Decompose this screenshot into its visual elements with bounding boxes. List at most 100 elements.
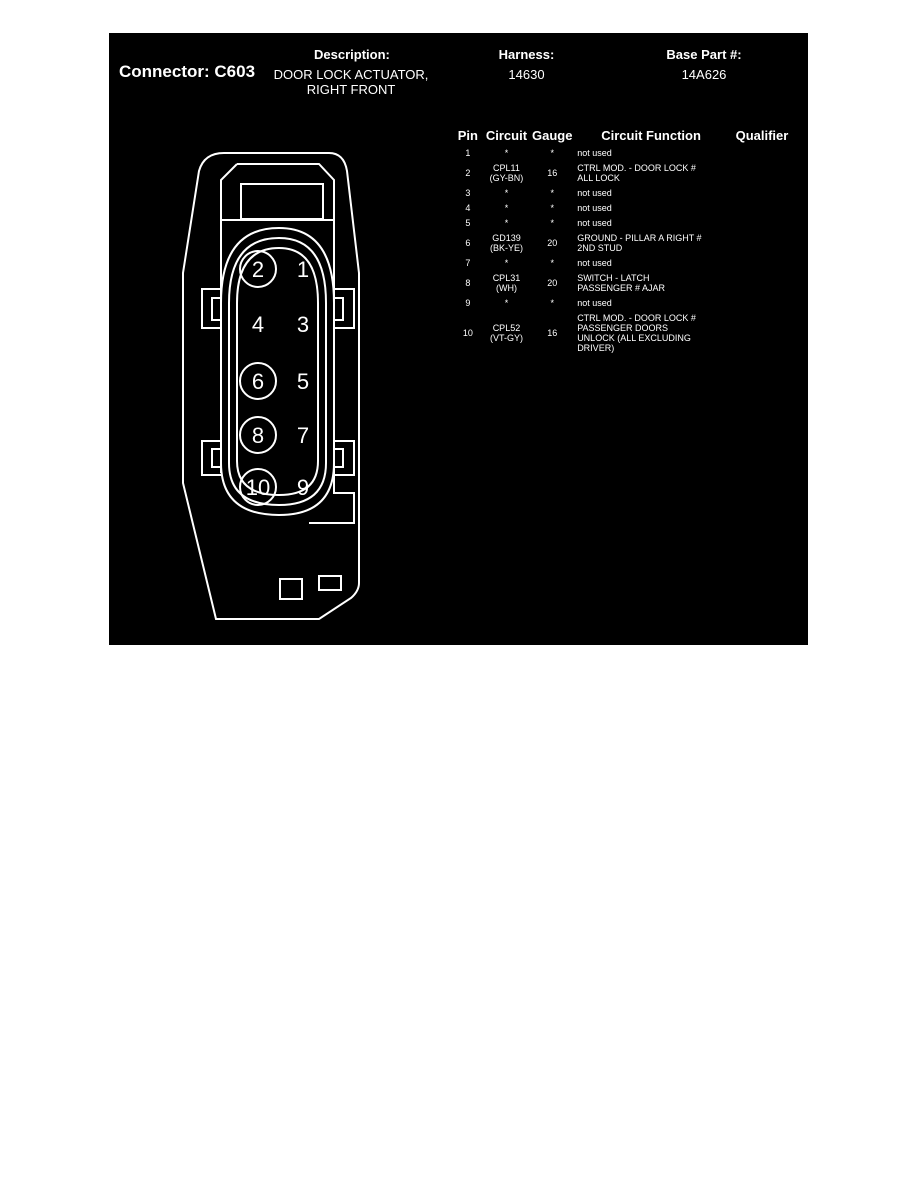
table-row: 3 * * not used: [454, 186, 799, 201]
table-row: 4 * * not used: [454, 201, 799, 216]
pin-number: 3: [465, 188, 471, 198]
description-value: DOOR LOCK ACTUATOR, RIGHT FRONT: [271, 67, 431, 97]
circuit-function: not used: [577, 218, 612, 228]
circuit-id: *: [504, 218, 509, 228]
function-line: PASSENGER DOORS: [577, 323, 669, 333]
pin-label: 6: [252, 369, 264, 394]
outer-seal: [220, 226, 335, 517]
pin-number: 8: [465, 278, 471, 288]
wire-gauge: *: [550, 188, 554, 198]
pin-label: 2: [252, 257, 264, 282]
qualifier: [725, 201, 799, 216]
table-row: 6 GD139(BK-YE) 20 GROUND - PILLAR A RIGH…: [454, 231, 799, 256]
circuit-function: not used: [577, 188, 612, 198]
circuit-name: CPL31: [492, 273, 521, 283]
circuit-id: CPL52(VT-GY): [482, 311, 532, 356]
inner-cavity: [236, 246, 319, 497]
pin-number: 5: [465, 218, 471, 228]
wire-gauge: *: [550, 298, 554, 308]
qualifier: [725, 231, 799, 256]
wire-gauge: *: [550, 148, 554, 158]
pin-circle-2: [239, 250, 277, 288]
pin-label: 7: [297, 423, 309, 448]
bottom-key-slot-left: [279, 578, 303, 600]
qualifier: [725, 161, 799, 186]
circuit-color: (WH): [495, 283, 517, 293]
pin-label: 9: [297, 475, 309, 500]
table-header-row: Pin Circuit Gauge Circuit Function Quali…: [454, 128, 799, 146]
function-line: 2ND STUD: [577, 243, 623, 253]
pin-circle-6: [239, 362, 277, 400]
key-window: [240, 183, 324, 220]
circuit-color: (VT-GY): [489, 333, 523, 343]
pinout-table: Pin Circuit Gauge Circuit Function Quali…: [454, 128, 799, 356]
column-header-circuit: Circuit: [485, 128, 528, 143]
right-latch-top: [334, 288, 355, 329]
description-label: Description:: [314, 47, 390, 62]
function-line: UNLOCK (ALL EXCLUDING: [577, 333, 691, 343]
pin-circle-10: [239, 468, 277, 506]
wire-gauge: 16: [547, 328, 558, 338]
circuit-id: CPL31(WH): [482, 271, 532, 296]
column-header-pin: Pin: [457, 128, 478, 143]
wire-gauge: *: [550, 258, 554, 268]
wire-gauge: *: [550, 218, 554, 228]
base-part-value: 14A626: [681, 67, 727, 82]
pin-label: 10: [246, 475, 270, 500]
pin-label: 3: [297, 312, 309, 337]
circuit-color: (BK-YE): [489, 243, 523, 253]
harness-label: Harness:: [498, 47, 555, 62]
connector-title: Connector: C603: [119, 62, 256, 81]
table-row: 1 * * not used: [454, 146, 799, 161]
wire-gauge: 20: [547, 238, 558, 248]
table-row: 5 * * not used: [454, 216, 799, 231]
function-line: SWITCH - LATCH: [577, 273, 650, 283]
circuit-function: not used: [577, 258, 612, 268]
wire-gauge: *: [550, 203, 554, 213]
pin-number: 2: [465, 168, 471, 178]
left-latch-top: [201, 288, 221, 329]
qualifier: [725, 256, 799, 271]
description-line-1: DOOR LOCK ACTUATOR,: [273, 67, 429, 82]
table-row: 10 CPL52(VT-GY) 16 CTRL MOD. - DOOR LOCK…: [454, 311, 799, 356]
bottom-key-slot-right: [318, 575, 342, 591]
function-line: CTRL MOD. - DOOR LOCK #: [577, 313, 696, 323]
circuit-id: *: [504, 148, 509, 158]
pin-label: 8: [252, 423, 264, 448]
qualifier: [725, 271, 799, 296]
circuit-color: (GY-BN): [489, 173, 524, 183]
column-header-gauge: Gauge: [531, 128, 573, 143]
middle-seal: [228, 236, 327, 507]
column-header-qualifier: Qualifier: [735, 128, 789, 143]
function-line: CTRL MOD. - DOOR LOCK #: [577, 163, 696, 173]
pin-circle-8: [239, 416, 277, 454]
housing-outline: [182, 152, 360, 620]
circuit-id: *: [504, 188, 509, 198]
pin-label: 5: [297, 369, 309, 394]
pin-number: 1: [465, 148, 471, 158]
qualifier: [725, 311, 799, 356]
wire-gauge: 16: [547, 168, 558, 178]
circuit-name: CPL11: [493, 163, 520, 173]
qualifier: [725, 186, 799, 201]
table-row: 9 * * not used: [454, 296, 799, 311]
circuit-function: not used: [577, 203, 612, 213]
function-line: GROUND - PILLAR A RIGHT #: [577, 233, 702, 243]
function-line: DRIVER): [577, 343, 615, 353]
pin-number: 7: [465, 258, 471, 268]
circuit-id: CPL11(GY-BN): [482, 161, 532, 186]
function-line: PASSENGER # AJAR: [577, 283, 666, 293]
circuit-function: GROUND - PILLAR A RIGHT #2ND STUD: [573, 231, 725, 256]
qualifier: [725, 296, 799, 311]
pin-number: 4: [465, 203, 471, 213]
qualifier: [725, 146, 799, 161]
function-line: ALL LOCK: [577, 173, 620, 183]
right-latch-bottom: [334, 440, 355, 476]
left-latch-bottom: [201, 440, 221, 476]
pin-number: 6: [465, 238, 471, 248]
table-row: 2 CPL11(GY-BN) 16 CTRL MOD. - DOOR LOCK …: [454, 161, 799, 186]
qualifier: [725, 216, 799, 231]
connector-info-panel: Connector: C603 Description: DOOR LOCK A…: [109, 33, 808, 645]
